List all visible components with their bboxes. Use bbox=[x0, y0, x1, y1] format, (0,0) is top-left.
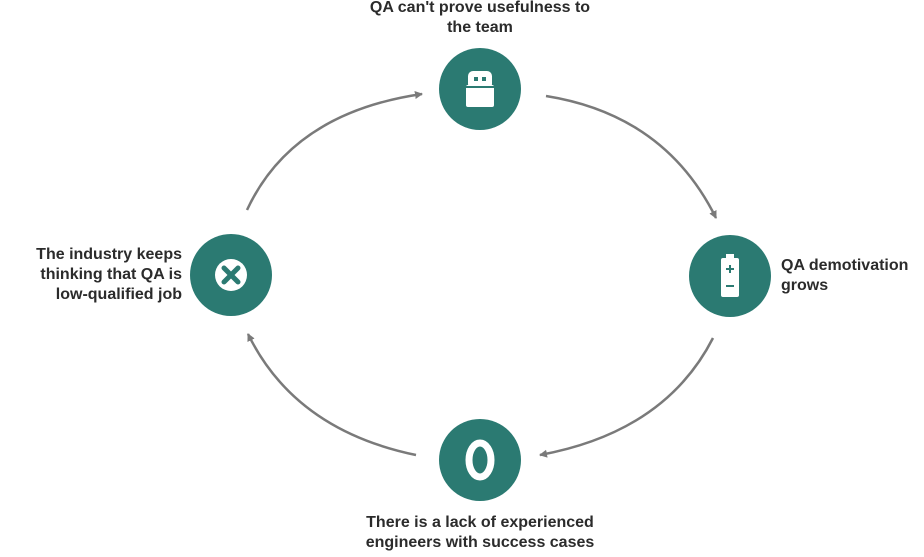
arrow-top-to-right bbox=[545, 94, 718, 219]
battery-icon bbox=[721, 254, 739, 297]
node-left bbox=[190, 234, 272, 316]
arrow-left-to-top bbox=[245, 91, 423, 211]
node-right-label: QA demotivation grows bbox=[781, 257, 909, 294]
node-top-label: QA can't prove usefulness to the team bbox=[369, 0, 591, 36]
node-top bbox=[439, 48, 521, 130]
node-right bbox=[689, 235, 771, 317]
close-circle-icon bbox=[215, 259, 247, 291]
arrow-right-to-bottom bbox=[539, 337, 715, 458]
node-bottom-label: There is a lack of experienced engineers… bbox=[365, 514, 595, 551]
lock-icon bbox=[466, 71, 494, 107]
zero-icon bbox=[465, 439, 495, 481]
node-left-label: The industry keeps thinking that QA is l… bbox=[36, 246, 182, 303]
arrow-bottom-to-left bbox=[246, 333, 417, 457]
node-bottom bbox=[439, 419, 521, 501]
